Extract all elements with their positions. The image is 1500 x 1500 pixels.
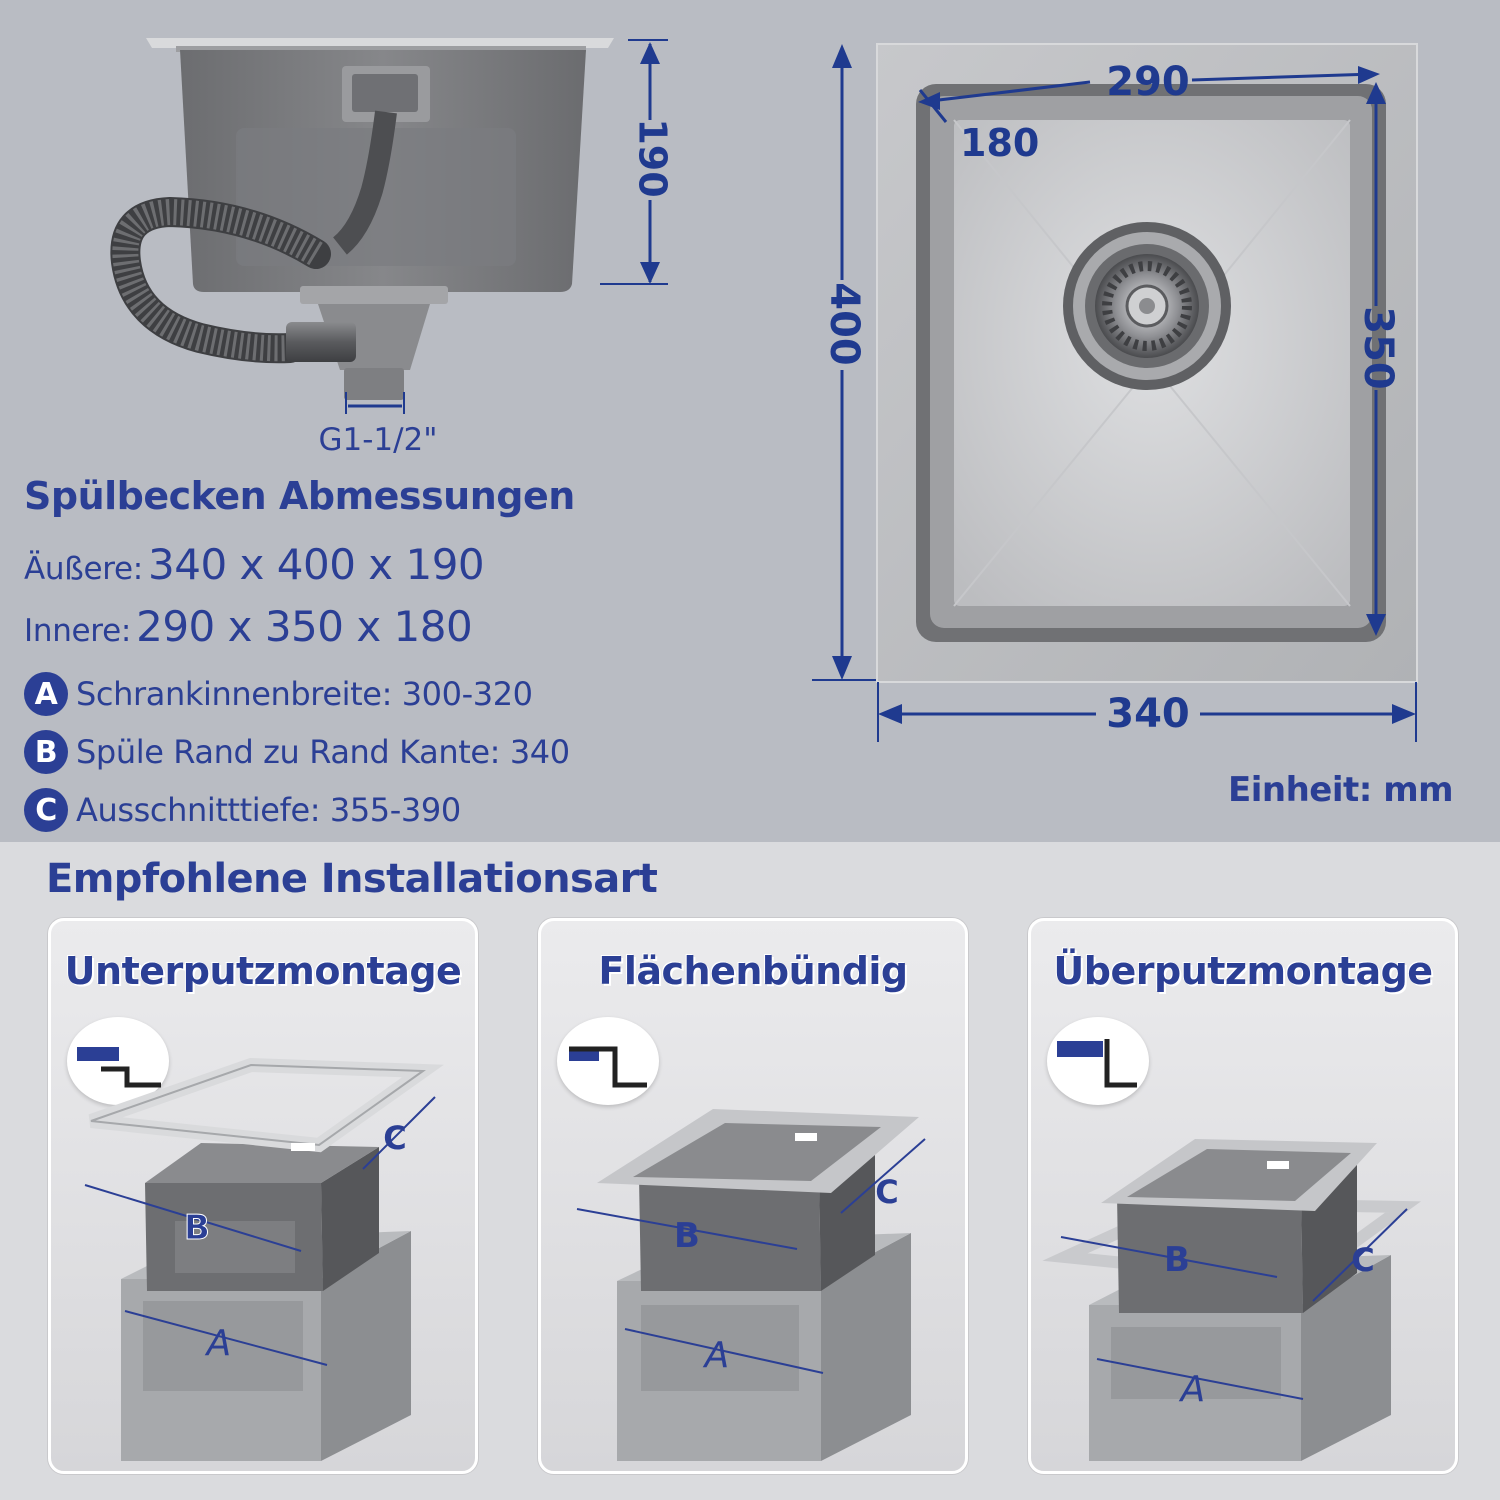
card-undermount-title: Unterputzmontage (64, 949, 462, 993)
badge-c: C (24, 788, 68, 832)
badge-a: A (24, 672, 68, 716)
undermount-label-c: C (383, 1119, 406, 1157)
topmount-illustration: B A C (1042, 1139, 1422, 1461)
topmount-label-a: A (1179, 1369, 1206, 1410)
flush-mount-illustration: B A C (576, 1109, 926, 1461)
badge-b: B (24, 730, 68, 774)
inner-length-dimension-label: 350 (1355, 306, 1401, 390)
spec-item-c-text: Ausschnitttiefe: 355-390 (76, 791, 461, 829)
installation-title: Empfohlene Installationsart (46, 856, 658, 902)
card-flush-mount: Flächenbündig B A C (538, 918, 968, 1474)
flush-mount-label-b: B (674, 1216, 700, 1256)
spec-item-b-text: Spüle Rand zu Rand Kante: 340 (76, 733, 570, 771)
card-topmount: Überputzmontage B A C (1028, 918, 1458, 1474)
inner-dimensions-value: 290 x 350 x 180 (136, 602, 473, 651)
inner-width-dimension-label: 290 (1106, 59, 1190, 105)
spec-item-a-text: Schrankinnenbreite: 300-320 (76, 675, 533, 713)
flush-mount-label-c: C (875, 1173, 898, 1211)
flush-mount-icon (557, 1017, 659, 1105)
undermount-icon (67, 1017, 169, 1105)
undermount-illustration: B A C (84, 1057, 444, 1461)
sink-side-view: 190 G1-1/2" (110, 38, 675, 458)
outer-dimensions-value: 340 x 400 x 190 (148, 540, 485, 589)
outer-width-dimension-label: 340 (1106, 691, 1190, 737)
unit-label: Einheit: mm (1228, 770, 1454, 810)
outer-length-dimension-label: 400 (821, 282, 867, 366)
sink-top-view: 290 180 350 400 340 (812, 43, 1418, 742)
undermount-label-b: B (184, 1208, 210, 1248)
card-topmount-title: Überputzmontage (1053, 949, 1433, 993)
card-flush-mount-title: Flächenbündig (598, 949, 908, 993)
topmount-icon (1047, 1017, 1149, 1105)
specs-title: Spülbecken Abmessungen (24, 474, 575, 518)
inner-dimensions-label: Innere: (24, 613, 131, 649)
inner-dimensions-row: Innere: 290 x 350 x 180 (24, 602, 473, 651)
height-dimension-label: 190 (631, 118, 675, 197)
undermount-label-a: A (205, 1323, 232, 1364)
spec-item-b: B Spüle Rand zu Rand Kante: 340 (24, 730, 570, 774)
spec-item-a: A Schrankinnenbreite: 300-320 (24, 672, 533, 716)
flush-mount-label-a: A (703, 1335, 730, 1376)
outer-dimensions-row: Äußere: 340 x 400 x 190 (24, 540, 485, 589)
drain-size-label: G1-1/2" (318, 422, 437, 458)
spec-item-c: C Ausschnitttiefe: 355-390 (24, 788, 461, 832)
card-undermount: Unterputzmontage B A C (48, 918, 478, 1474)
topmount-label-b: B (1164, 1240, 1190, 1280)
inner-depth-dimension-label: 180 (960, 121, 1039, 165)
topmount-label-c: C (1351, 1241, 1374, 1279)
outer-dimensions-label: Äußere: (24, 551, 143, 587)
